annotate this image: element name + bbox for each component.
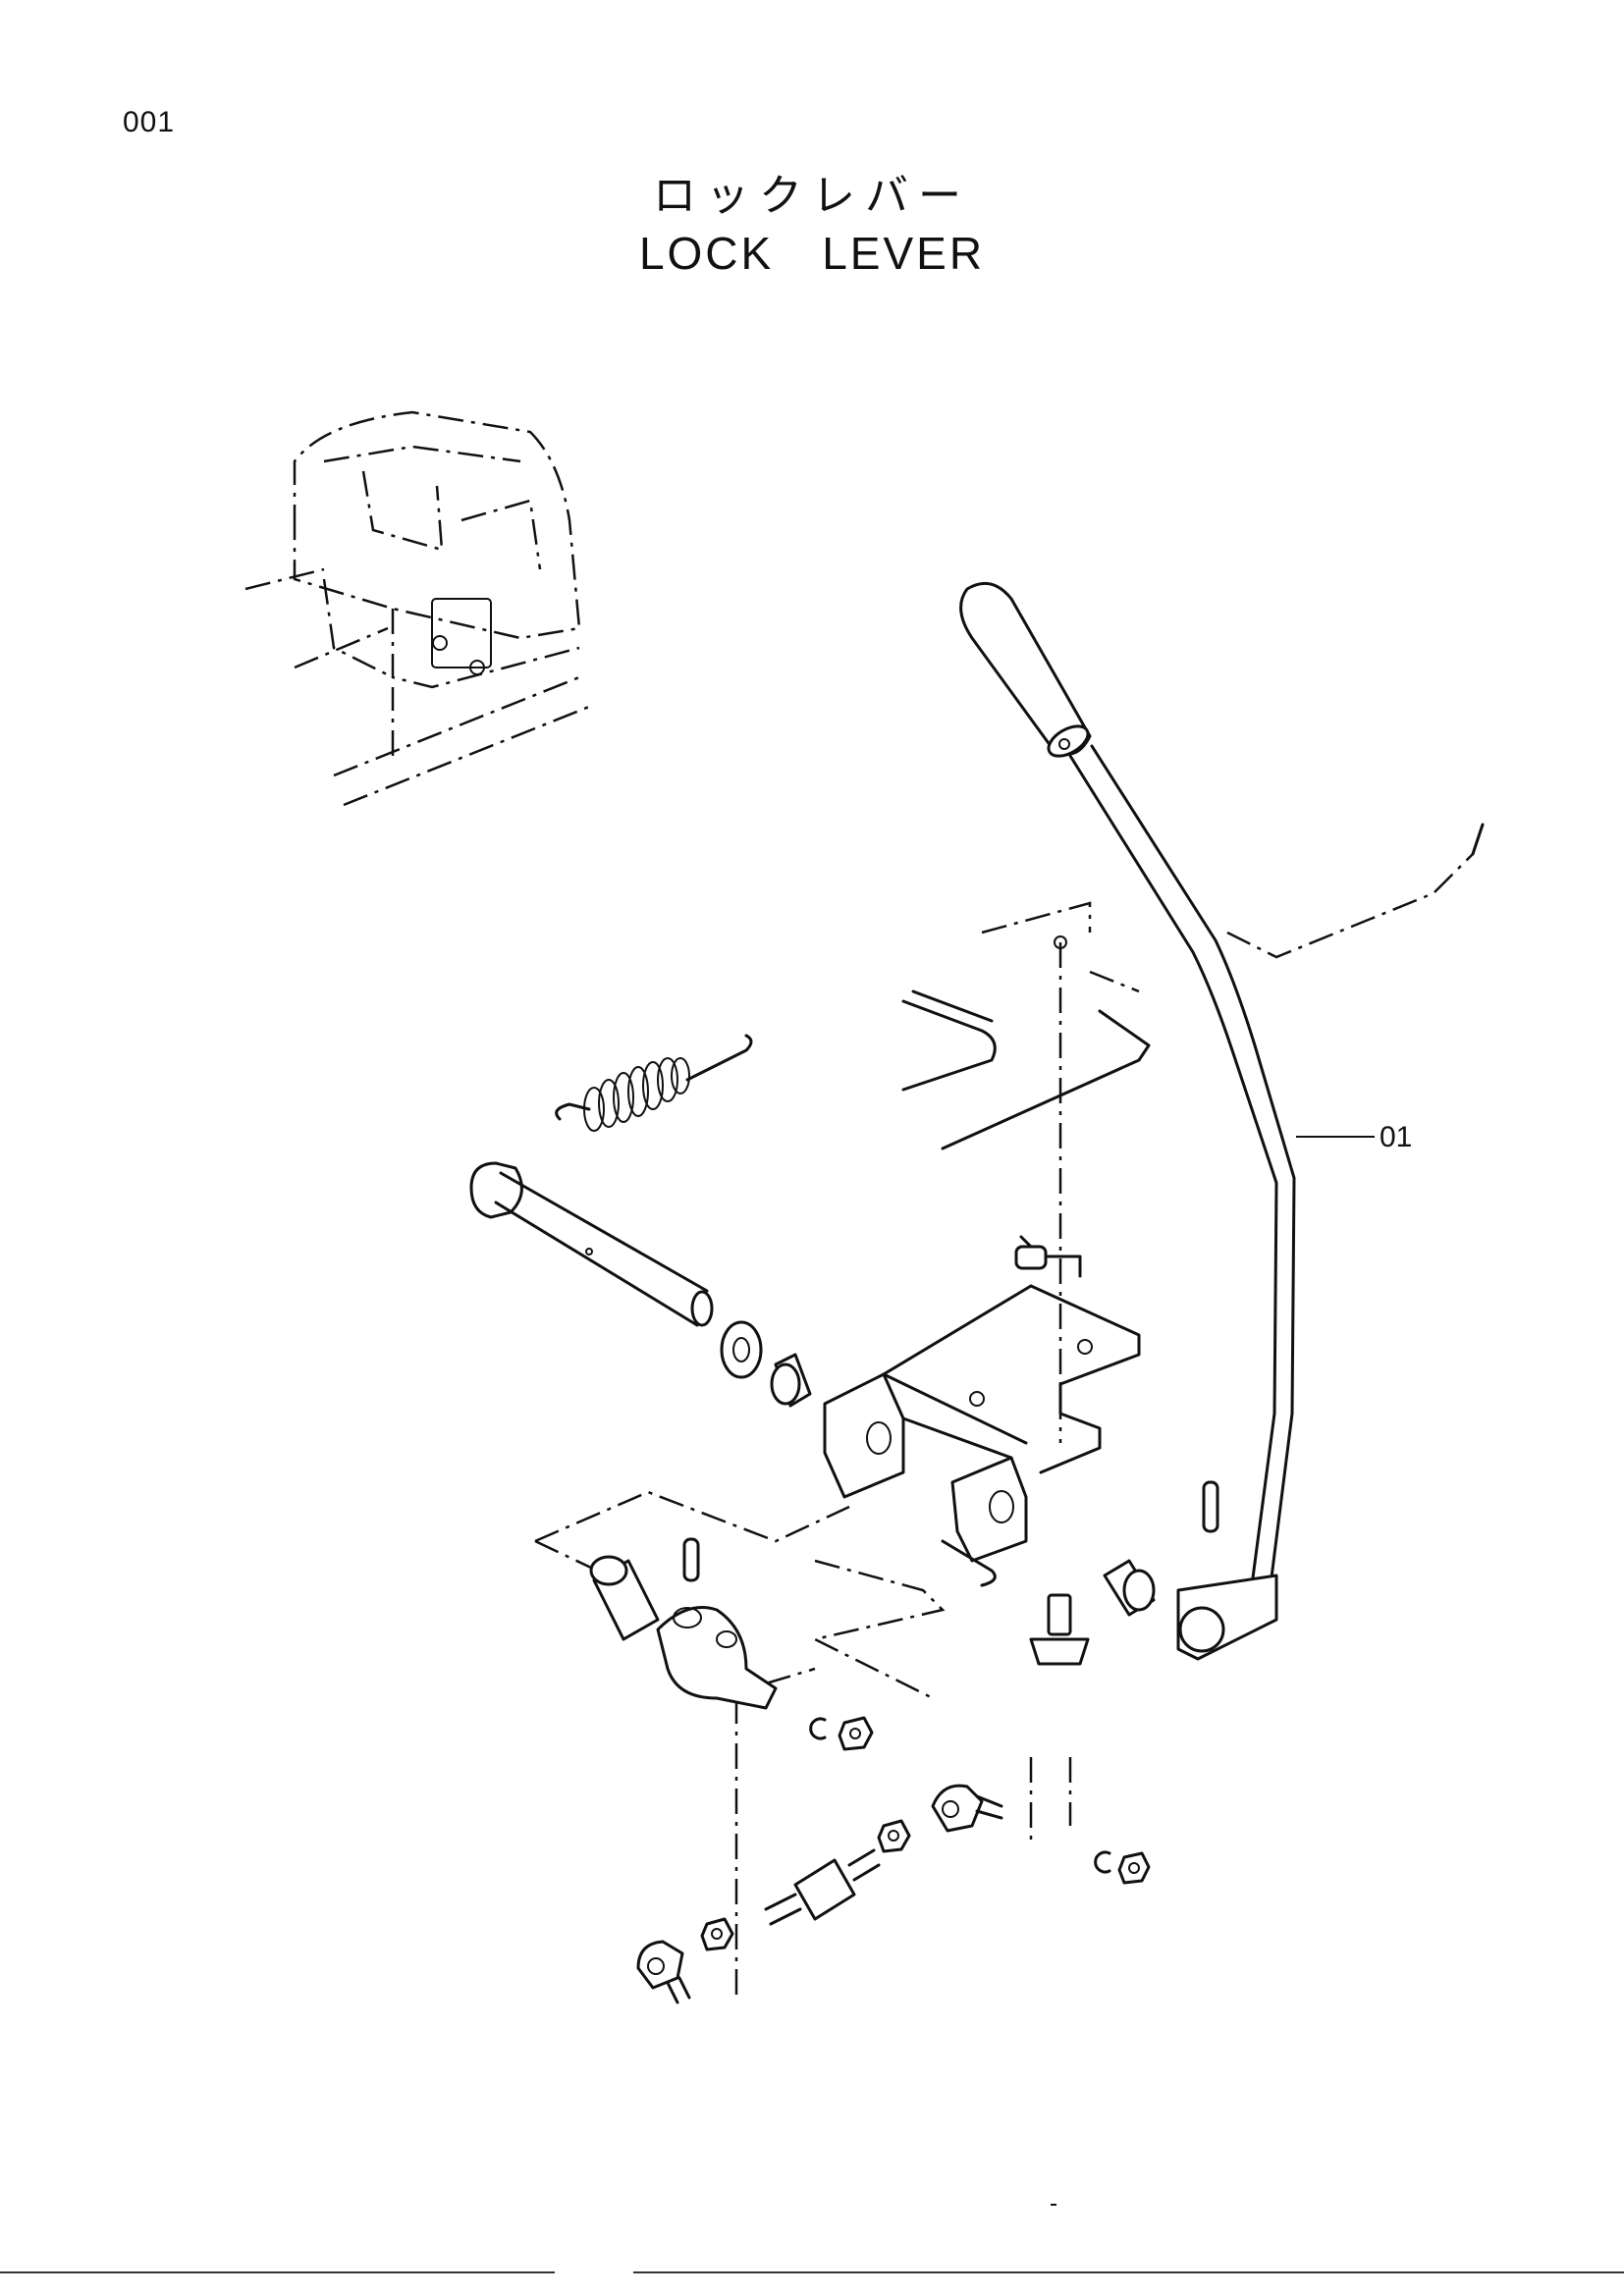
nut-right <box>1117 1851 1151 1885</box>
roll-pin-right <box>1202 1480 1219 1533</box>
footer-rule-left <box>0 2271 555 2273</box>
cab-locator-illustration <box>244 410 590 807</box>
bracket-bolt <box>1029 1593 1090 1666</box>
roll-pin-left <box>682 1537 700 1582</box>
title-block: ロックレバー LOCK LEVER <box>0 169 1624 283</box>
linkage-outlines <box>534 1490 1072 2002</box>
lever-bushing <box>1103 1559 1156 1617</box>
snap-ring-right <box>1094 1850 1111 1874</box>
shaft-bushing <box>770 1353 812 1408</box>
nut-left <box>838 1716 874 1751</box>
rod-end-lower <box>636 1940 691 2004</box>
callout-label-01: 01 <box>1380 1121 1412 1153</box>
lever-grip <box>959 581 1092 758</box>
turnbuckle <box>764 1848 881 1926</box>
snap-ring-left <box>809 1717 827 1740</box>
lock-bracket <box>823 1235 1141 1587</box>
rod-end-upper <box>931 1784 1003 1833</box>
lever-shaft <box>1068 744 1296 1661</box>
tension-spring <box>555 1034 753 1132</box>
nut-lower <box>700 1917 734 1951</box>
linkage-bushing <box>589 1555 660 1641</box>
title-english: LOCK LEVER <box>638 228 986 279</box>
page-number: 001 <box>123 106 176 138</box>
callout-01: 01 <box>1296 1121 1412 1153</box>
footer-rule-right <box>633 2271 1624 2273</box>
lock-arm <box>656 1606 778 1710</box>
shaft-washer <box>720 1320 763 1379</box>
title-japanese: ロックレバー <box>653 171 971 221</box>
nut-middle <box>877 1819 911 1853</box>
pivot-shaft <box>469 1161 714 1327</box>
console-outline <box>901 823 1485 1443</box>
